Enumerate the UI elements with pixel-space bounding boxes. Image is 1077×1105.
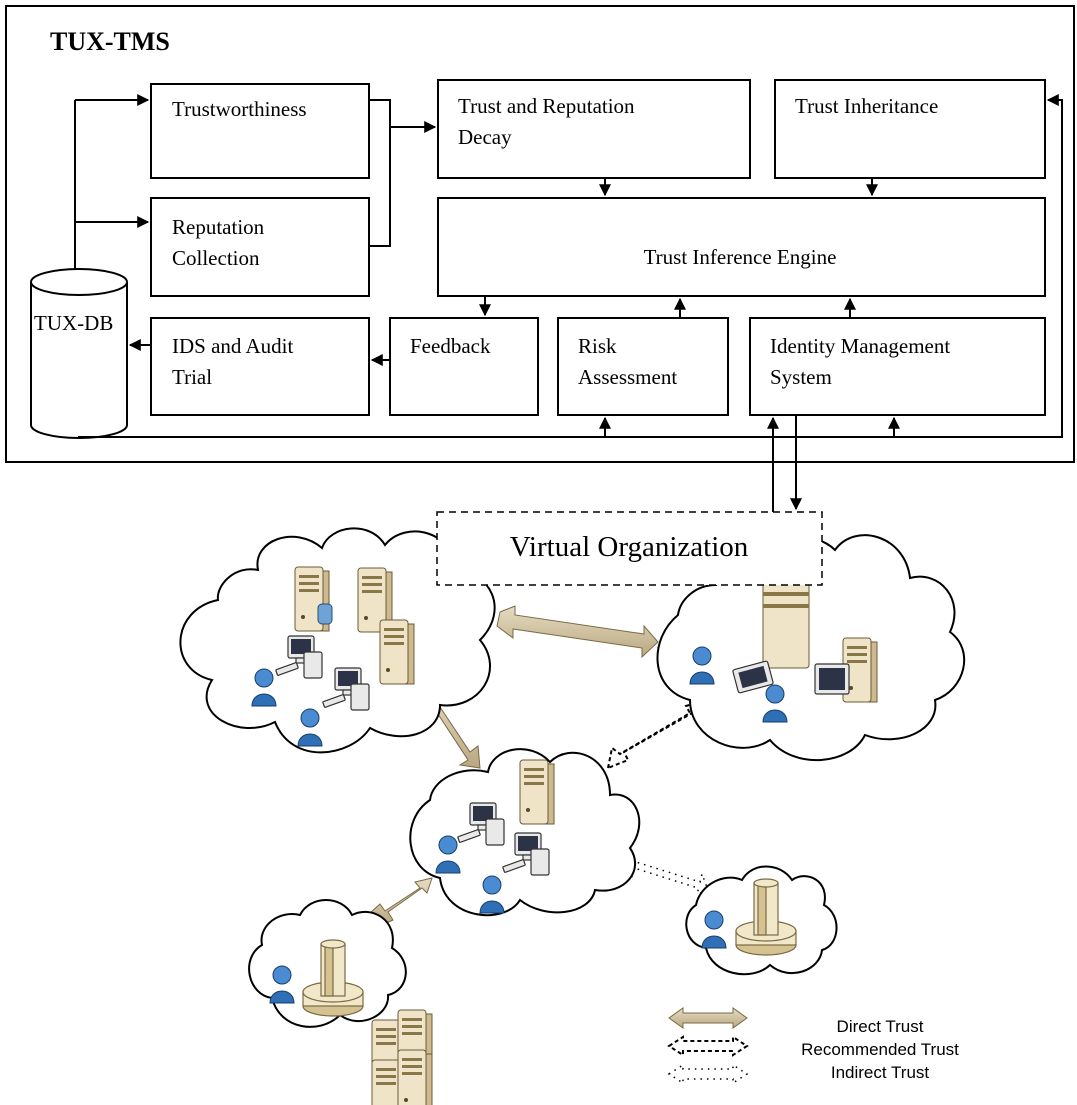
legend-direct-symbol [668,1007,748,1029]
virtual-organization-box: Virtual Organization [436,511,823,586]
identity-label-1: Identity Management [770,334,950,358]
legend-indirect-label: Indirect Trust [831,1063,930,1082]
risk-label-1: Risk [578,334,617,358]
ids-audit-module: IDS and Audit Trial [150,317,370,416]
identity-management-module: Identity Management System [749,317,1046,416]
risk-assessment-module: Risk Assessment [557,317,729,416]
legend: Direct Trust Recommended Trust Indirect … [667,1007,959,1085]
reputation-collection-module: Reputation Collection [150,197,370,297]
ids-audit-label-1: IDS and Audit [172,334,294,358]
decay-module: Trust and Reputation Decay [437,79,751,179]
cloud-d [248,899,407,1028]
cloud-e [685,865,838,976]
direct-trust-arrow-3 [369,877,433,928]
identity-label-2: System [770,365,832,389]
decay-label-2: Decay [458,125,512,149]
inference-engine-label: Trust Inference Engine [644,245,837,269]
risk-label-2: Assessment [578,365,677,389]
decay-label-1: Trust and Reputation [458,94,635,118]
trustworthiness-label: Trustworthiness [172,97,307,121]
inheritance-label: Trust Inheritance [795,94,938,118]
inheritance-module: Trust Inheritance [774,79,1046,179]
cloud-c [409,748,641,917]
tms-connectors [74,94,1063,512]
legend-recommended-symbol [667,1035,749,1057]
ids-audit-label-2: Trial [172,365,212,389]
feedback-module: Feedback [389,317,539,416]
reputation-collection-label-2: Collection [172,246,260,270]
cloud-a [179,527,496,754]
tux-db-cylinder: TUX-DB [30,268,128,439]
legend-direct-label: Direct Trust [837,1017,924,1036]
server-stack [371,1009,433,1105]
indirect-trust-arrow [625,854,709,896]
legend-recommended-label: Recommended Trust [801,1040,959,1059]
inference-engine-module: Trust Inference Engine [437,197,1046,297]
legend-indirect-symbol [667,1063,749,1085]
direct-trust-arrow-1 [496,605,659,659]
trustworthiness-module: Trustworthiness [150,83,370,179]
reputation-collection-label-1: Reputation [172,215,265,239]
feedback-label: Feedback [410,334,491,358]
virtual-organization-label: Virtual Organization [510,531,749,563]
tux-db-label: TUX-DB [34,311,113,335]
cloud-b [656,534,966,761]
tms-title: TUX-TMS [50,27,170,56]
